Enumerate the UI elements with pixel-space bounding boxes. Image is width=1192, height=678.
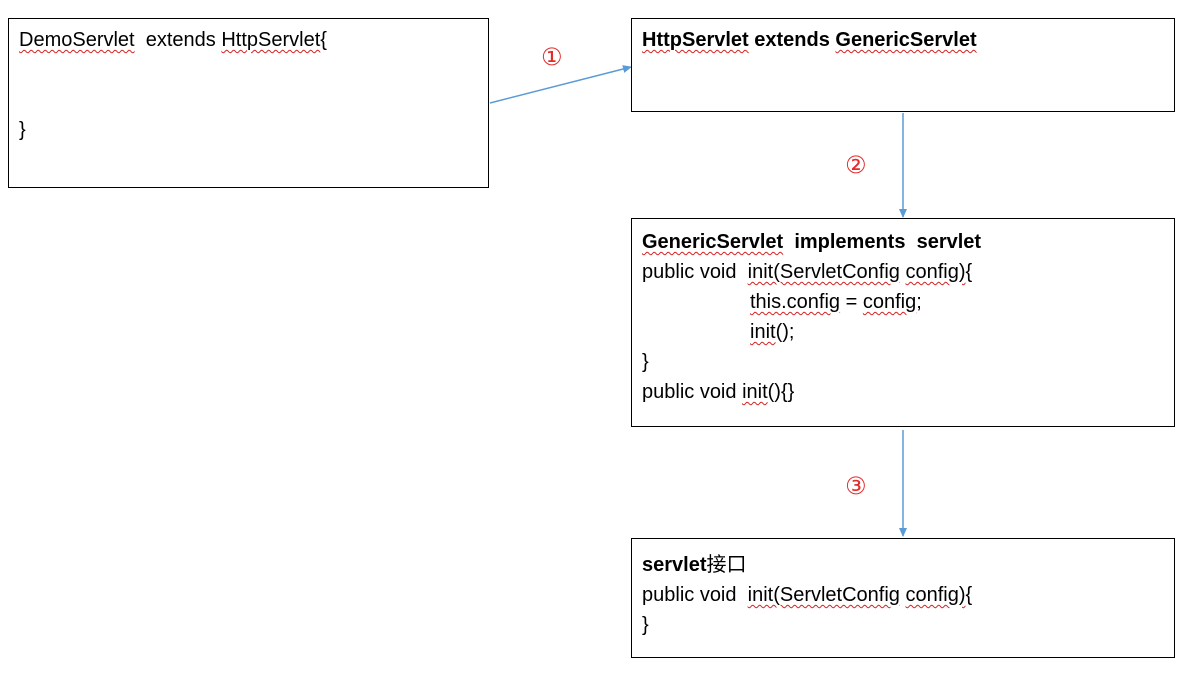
generic-class-declaration: GenericServlet implements servlet <box>642 227 1164 257</box>
class-name: DemoServlet <box>19 29 135 51</box>
step-1-marker: ① <box>541 43 563 71</box>
http-servlet-box: HttpServlet extends GenericServlet <box>631 18 1175 112</box>
init-noarg-signature: public void init(){} <box>642 377 1164 407</box>
modifiers: public void <box>642 261 748 283</box>
value: config <box>862 291 917 313</box>
method-closing-brace: } <box>642 614 649 636</box>
init-call-statement: init(); <box>642 317 1164 347</box>
class-name: HttpServlet <box>642 29 749 51</box>
http-class-declaration: HttpServlet extends GenericServlet <box>642 25 1164 55</box>
step-3-marker: ③ <box>845 472 867 500</box>
parent-class-name: GenericServlet <box>835 29 977 51</box>
method-name: init(ServletConfig <box>747 584 900 606</box>
brace: { <box>965 584 973 606</box>
servlet-interface-box: servlet接口 public void init(ServletConfig… <box>631 538 1175 658</box>
arrow-1 <box>489 65 632 104</box>
demo-class-declaration: DemoServlet extends HttpServlet{ <box>19 25 478 55</box>
assign-config-statement: this.config = config; <box>642 287 1164 317</box>
brace: { <box>965 261 973 283</box>
modifiers: public void <box>642 584 748 606</box>
method-name: init <box>742 381 768 403</box>
body: (){} <box>767 381 795 403</box>
interface-declaration: servlet接口 <box>642 549 1164 580</box>
interface-label: 接口 <box>706 552 747 576</box>
implements-clause: implements servlet <box>783 231 982 253</box>
call-suffix: (); <box>775 321 795 343</box>
step-2-marker: ② <box>845 151 867 179</box>
semicolon: ; <box>916 291 922 313</box>
param: config) <box>905 261 966 283</box>
interface-name: servlet <box>642 554 707 576</box>
param: config) <box>905 584 966 606</box>
keyword: extends <box>748 29 836 51</box>
brace: { <box>320 29 327 51</box>
generic-servlet-box: GenericServlet implements servlet public… <box>631 218 1175 427</box>
method-closing-brace: } <box>642 351 649 373</box>
parent-class-name: HttpServlet <box>221 29 321 51</box>
operator: = <box>840 291 863 313</box>
init-config-signature: public void init(ServletConfig config){ <box>642 257 1164 287</box>
method-name: init(ServletConfig <box>747 261 900 283</box>
field: this.config <box>750 291 841 313</box>
keyword: extends <box>134 29 222 51</box>
demo-servlet-box: DemoServlet extends HttpServlet{ } <box>8 18 489 188</box>
closing-brace: } <box>19 119 26 141</box>
method-call: init <box>750 321 776 343</box>
init-config-signature: public void init(ServletConfig config){ <box>642 580 1164 610</box>
modifiers: public void <box>642 381 743 403</box>
class-name: GenericServlet <box>642 231 784 253</box>
